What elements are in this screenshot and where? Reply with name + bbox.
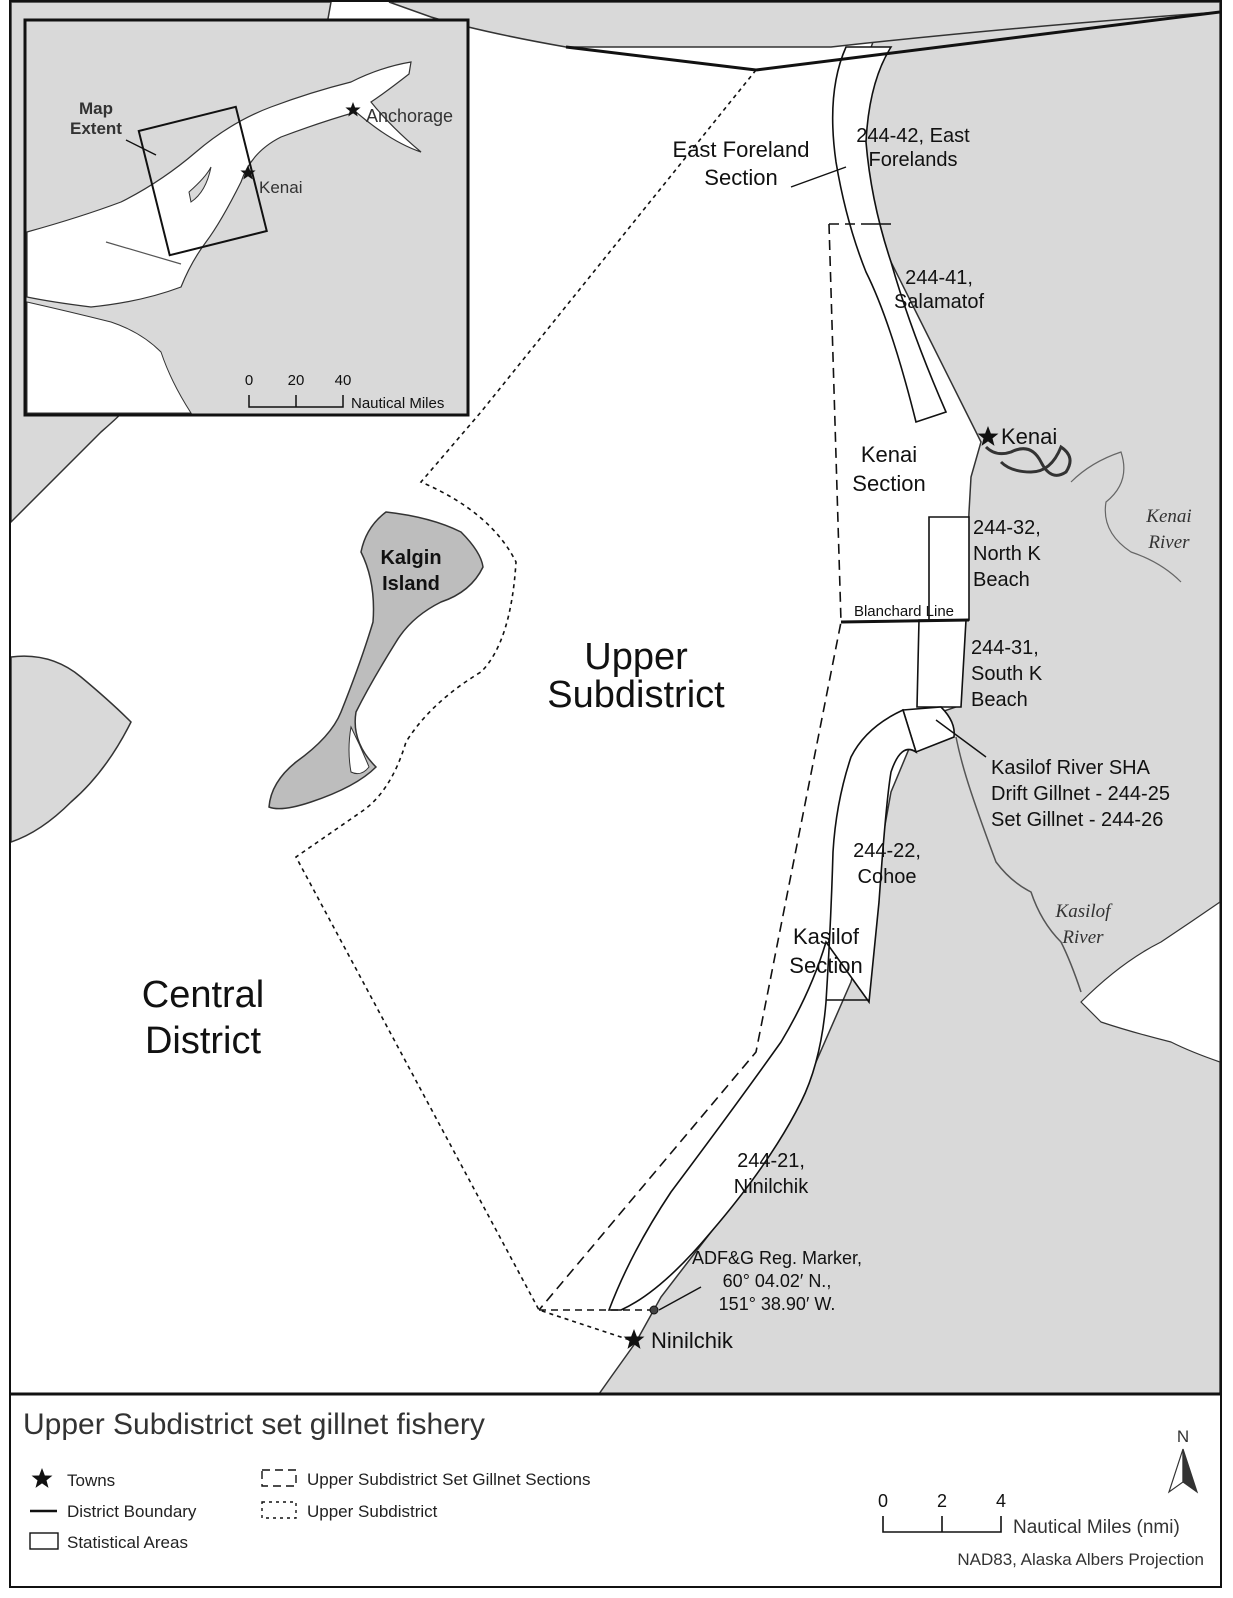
legend-panel: Upper Subdistrict set gillnet fishery To… xyxy=(11,1392,1220,1586)
inset-scale-units: Nautical Miles xyxy=(351,395,444,412)
svg-text:40: 40 xyxy=(335,372,352,389)
svg-text:2: 2 xyxy=(937,1491,947,1511)
north-shore-land xyxy=(388,2,1220,48)
label-blanchard-line: Blanchard Line xyxy=(854,603,954,620)
inset-cook-inlet-water xyxy=(26,61,422,308)
north-district-boundary xyxy=(565,45,757,72)
label-244-21: 244-21,Ninilchik xyxy=(734,1150,809,1198)
legend-towns: Towns xyxy=(67,1471,115,1490)
label-kenai-town: Kenai xyxy=(1001,424,1057,449)
legend-set-gillnet-sections: Upper Subdistrict Set Gillnet Sections xyxy=(307,1470,590,1489)
kenai-river-line xyxy=(984,444,1072,477)
blanchard-line xyxy=(840,618,970,624)
north-district-boundary-2 xyxy=(755,10,1220,72)
map-title: Upper Subdistrict set gillnet fishery xyxy=(23,1408,485,1441)
kasilof-sha-leader xyxy=(935,719,987,758)
statistical-areas xyxy=(607,46,970,1311)
west-land xyxy=(11,655,132,843)
kalgin-lagoon xyxy=(348,725,370,775)
label-244-22: 244-22,Cohoe xyxy=(853,840,921,888)
kenai-river-upper xyxy=(1070,451,1182,583)
adfg-marker-point xyxy=(649,1305,659,1315)
label-244-41: 244-41,Salamatof xyxy=(894,267,984,313)
north-arrow-label: N xyxy=(1177,1427,1189,1446)
svg-text:0: 0 xyxy=(245,372,253,389)
inset-map-extent-box xyxy=(137,105,268,257)
legend-upper-subdistrict: Upper Subdistrict xyxy=(307,1502,438,1521)
svg-text:0: 0 xyxy=(878,1491,888,1511)
kasilof-lake xyxy=(1080,901,1220,1063)
legend-statistical-areas: Statistical Areas xyxy=(67,1533,188,1552)
inset-southwest-water xyxy=(26,301,192,414)
label-adfg-marker: ADF&G Reg. Marker,60° 04.02′ N.,151° 38.… xyxy=(692,1248,862,1314)
scale-bar xyxy=(882,1516,1002,1533)
legend-set-gillnet-sections-swatch xyxy=(261,1469,297,1487)
legend-district-boundary: District Boundary xyxy=(67,1502,197,1521)
projection-note: NAD83, Alaska Albers Projection xyxy=(957,1550,1204,1569)
scale-units: Nautical Miles (nmi) xyxy=(1013,1517,1180,1538)
set-gillnet-sections-boundary xyxy=(538,223,866,1311)
legend-statistical-areas-swatch xyxy=(29,1532,59,1550)
east-foreland-leader xyxy=(790,166,847,188)
inset-scale-bar xyxy=(248,395,344,408)
inset-label-anchorage: Anchorage xyxy=(366,106,453,126)
inset-label-kenai: Kenai xyxy=(259,178,302,197)
legend-upper-subdistrict-swatch xyxy=(261,1501,297,1519)
kasilof-river-line xyxy=(955,736,1082,993)
svg-text:4: 4 xyxy=(996,1491,1006,1511)
svg-text:20: 20 xyxy=(288,372,305,389)
kalgin-island-land xyxy=(268,511,484,810)
marker-leader xyxy=(658,1286,702,1311)
upper-subdistrict-boundary xyxy=(294,69,757,1343)
label-ninilchik-town: Ninilchik xyxy=(651,1328,734,1353)
